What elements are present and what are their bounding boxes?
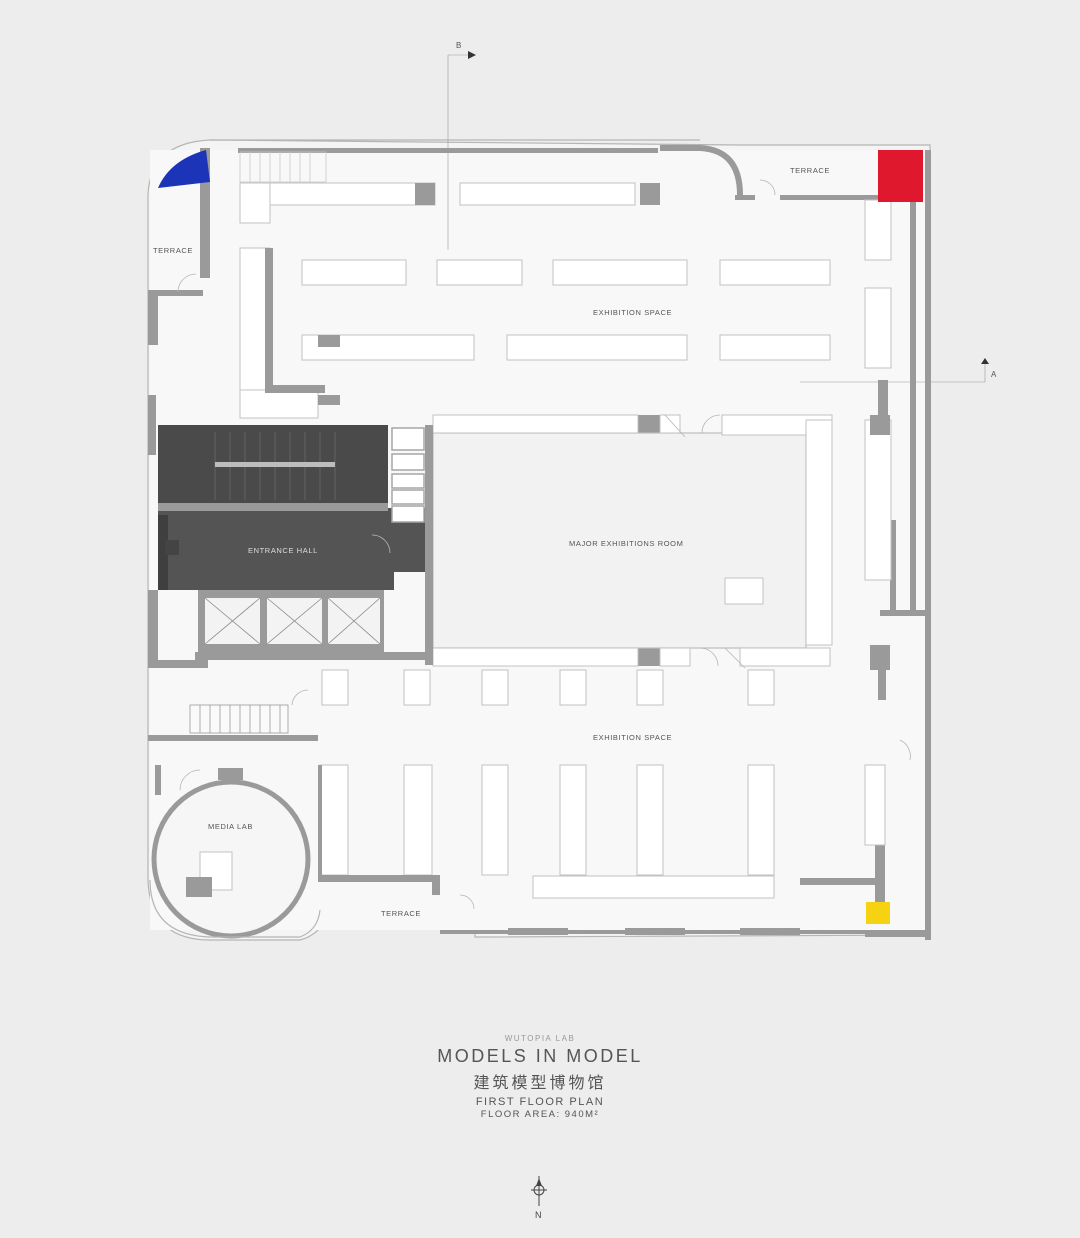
project-title: MODELS IN MODEL: [437, 1046, 643, 1066]
label-terrace-left: TERRACE: [153, 246, 193, 255]
label-major-room: MAJOR EXHIBITIONS ROOM: [569, 539, 683, 548]
blue-accent-corner: [158, 150, 210, 188]
section-marker-a: A: [991, 370, 997, 379]
floor-area: FLOOR AREA: 940M²: [480, 1109, 600, 1120]
terrace-bottom-walls: [318, 765, 440, 895]
label-terrace-bottom: TERRACE: [381, 909, 421, 918]
entrance-partition: [425, 425, 433, 665]
title-block: WUTOPIA LAB MODELS IN MODEL 建筑模型博物馆 FIRS…: [0, 1034, 1080, 1120]
floor-plan: B A TERRACE TERRACE EXHIBITION SPACE MAJ…: [147, 41, 997, 941]
project-title-cn: 建筑模型博物馆: [473, 1073, 607, 1092]
section-lines: [447, 54, 986, 383]
display-cases-bottom: [319, 669, 886, 899]
media-lab-room: [149, 765, 321, 939]
wall-stubs: [265, 183, 890, 905]
section-arrow-a-icon: [981, 358, 989, 364]
studio-name: WUTOPIA LAB: [504, 1034, 576, 1043]
label-media-lab: MEDIA LAB: [208, 822, 253, 831]
door-swings: [177, 179, 911, 910]
label-exhibition-bottom: EXHIBITION SPACE: [593, 733, 672, 742]
stair-bottom: [189, 704, 289, 734]
yellow-accent-square: [866, 902, 890, 924]
plan-name: FIRST FLOOR PLAN: [475, 1096, 605, 1108]
service-cells: [391, 427, 425, 523]
curved-wall-top: [660, 145, 743, 196]
label-exhibition-top: EXHIBITION SPACE: [593, 308, 672, 317]
section-arrow-b-icon: [468, 51, 476, 59]
section-marker-b: B: [456, 41, 461, 50]
label-terrace-top: TERRACE: [790, 166, 830, 175]
north-arrow-icon: N: [531, 1176, 547, 1220]
north-label: N: [535, 1210, 542, 1220]
label-entrance-hall: ENTRANCE HALL: [248, 546, 318, 555]
red-accent-square: [878, 150, 923, 202]
stair-top: [239, 151, 327, 183]
elevator-block: [195, 590, 433, 660]
entrance-hall-block: [158, 425, 432, 590]
major-room-cases: [432, 414, 833, 667]
